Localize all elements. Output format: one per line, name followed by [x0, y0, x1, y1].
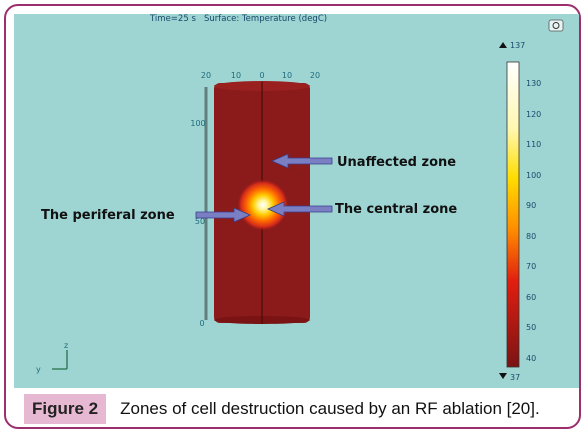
camera-icon[interactable] — [548, 19, 564, 32]
colorbar-min: 37 — [510, 373, 520, 382]
heat-zone — [237, 179, 289, 231]
colorbar-tick: 100 — [526, 171, 541, 180]
plot-header: Time=25 s Surface: Temperature (degC) — [150, 14, 327, 24]
simulation-view: Time=25 s Surface: Temperature (degC) — [14, 14, 579, 388]
top-tick: 10 — [282, 71, 292, 80]
colorbar-tick: 90 — [526, 201, 536, 210]
top-tick: 10 — [231, 71, 241, 80]
plot-canvas: 20 10 0 10 20 100 50 0 Unaffected zone — [36, 19, 564, 382]
colorbar-tick: 110 — [526, 140, 541, 149]
left-tick: 100 — [190, 119, 205, 128]
left-tick: 50 — [195, 217, 205, 226]
colorbar-max: 137 — [510, 41, 525, 50]
colorbar-tick: 50 — [526, 323, 536, 332]
arrow-periferal — [195, 207, 251, 223]
arrow-down-icon — [499, 373, 507, 379]
figure-label: Figure 2 — [24, 394, 107, 424]
triad-y-label: y — [36, 365, 41, 374]
figure-frame: Time=25 s Surface: Temperature (degC) — [4, 4, 581, 429]
figure-caption-text: Zones of cell destruction caused by an R… — [120, 399, 540, 418]
top-tick: 0 — [259, 71, 264, 80]
triad-z-label: z — [64, 341, 68, 350]
label-periferal-zone: The periferal zone — [41, 208, 175, 223]
arrow-unaffected — [271, 153, 333, 169]
colorbar-tick: 130 — [526, 79, 541, 88]
color-legend: 137 130 120 110 100 90 80 70 60 50 40 37 — [499, 41, 541, 382]
time-label: Time=25 s — [150, 14, 196, 24]
arrow-up-icon — [499, 42, 507, 48]
colorbar-tick: 60 — [526, 293, 536, 302]
colorbar-tick: 40 — [526, 354, 536, 363]
colorbar-tick: 70 — [526, 262, 536, 271]
figure-caption: Figure 2 Zones of cell destruction cause… — [14, 392, 579, 426]
label-central-zone: The central zone — [335, 202, 457, 217]
left-tick: 0 — [199, 319, 204, 328]
colorbar-tick: 120 — [526, 110, 541, 119]
axis-triad: z y — [36, 341, 68, 374]
surface-label: Surface: Temperature (degC) — [203, 14, 328, 24]
top-tick: 20 — [201, 71, 211, 80]
top-tick: 20 — [310, 71, 320, 80]
colorbar-tick: 80 — [526, 232, 536, 241]
arrow-central — [267, 201, 333, 217]
label-unaffected-zone: Unaffected zone — [337, 155, 456, 170]
